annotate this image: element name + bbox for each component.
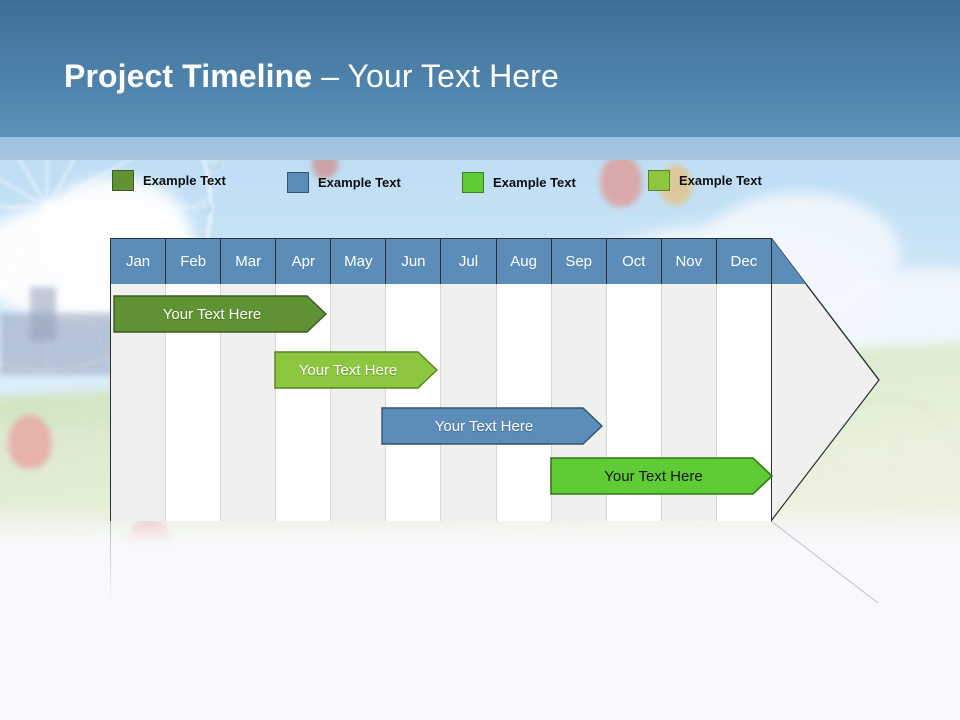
task-bar-3-label: Your Text Here xyxy=(434,417,534,435)
legend: Example Text Example Text Example Text E… xyxy=(0,168,960,196)
title-banner xyxy=(0,0,960,137)
task-bar-4[interactable]: Your Text Here xyxy=(550,457,773,495)
month-cell-jun[interactable]: Jun xyxy=(386,239,442,284)
title-separator: – xyxy=(312,58,348,94)
legend-item-3[interactable]: Example Text xyxy=(462,172,576,193)
month-cell-feb[interactable]: Feb xyxy=(166,239,222,284)
month-cell-apr[interactable]: Apr xyxy=(276,239,332,284)
task-bar-3-shape xyxy=(381,407,603,445)
title-light-part: Your Text Here xyxy=(347,58,559,94)
grid-column-jul xyxy=(441,284,497,521)
legend-item-2[interactable]: Example Text xyxy=(287,172,401,193)
month-cell-sep[interactable]: Sep xyxy=(552,239,607,284)
title-bold-part: Project Timeline xyxy=(64,58,313,94)
month-cell-may[interactable]: May xyxy=(331,239,387,284)
legend-label-1: Example Text xyxy=(143,173,226,188)
task-bar-2[interactable]: Your Text Here xyxy=(274,351,438,389)
grid-column-may xyxy=(331,284,387,521)
legend-label-4: Example Text xyxy=(679,173,762,188)
task-bar-1-label: Your Text Here xyxy=(162,305,262,323)
month-cell-jan[interactable]: Jan xyxy=(111,239,167,284)
month-header-row: Jan Feb Mar Apr May Jun Jul Aug Sep Oct … xyxy=(111,239,771,284)
title-sub-banner xyxy=(0,137,960,160)
task-bar-1-shape xyxy=(113,295,327,333)
month-cell-aug[interactable]: Aug xyxy=(497,239,552,284)
task-bar-4-label: Your Text Here xyxy=(604,467,703,485)
legend-swatch-icon-4 xyxy=(648,170,670,191)
task-bar-2-label: Your Text Here xyxy=(298,361,398,379)
legend-swatch-icon-2 xyxy=(287,172,309,193)
legend-swatch-icon-3 xyxy=(462,172,484,193)
month-cell-mar[interactable]: Mar xyxy=(221,239,277,284)
table-guide-line-left xyxy=(110,521,111,603)
month-cell-nov[interactable]: Nov xyxy=(662,239,717,284)
task-bar-2-shape xyxy=(274,351,438,389)
task-bar-1[interactable]: Your Text Here xyxy=(113,295,327,333)
legend-swatch-icon-1 xyxy=(112,170,134,191)
task-bar-3[interactable]: Your Text Here xyxy=(381,407,603,445)
timeline-table: Jan Feb Mar Apr May Jun Jul Aug Sep Oct … xyxy=(110,238,772,521)
legend-item-4[interactable]: Example Text xyxy=(648,170,762,191)
month-cell-jul[interactable]: Jul xyxy=(441,239,497,284)
task-bar-4-shape xyxy=(550,457,773,495)
grid-column-aug xyxy=(496,284,552,521)
legend-item-1[interactable]: Example Text xyxy=(112,170,226,191)
month-cell-dec[interactable]: Dec xyxy=(730,253,758,270)
page-title: Project Timeline – Your Text Here xyxy=(64,58,559,95)
legend-label-3: Example Text xyxy=(493,175,576,190)
month-cell-oct[interactable]: Oct xyxy=(607,239,662,284)
grid-column-jun xyxy=(386,284,442,521)
legend-label-2: Example Text xyxy=(318,175,401,190)
